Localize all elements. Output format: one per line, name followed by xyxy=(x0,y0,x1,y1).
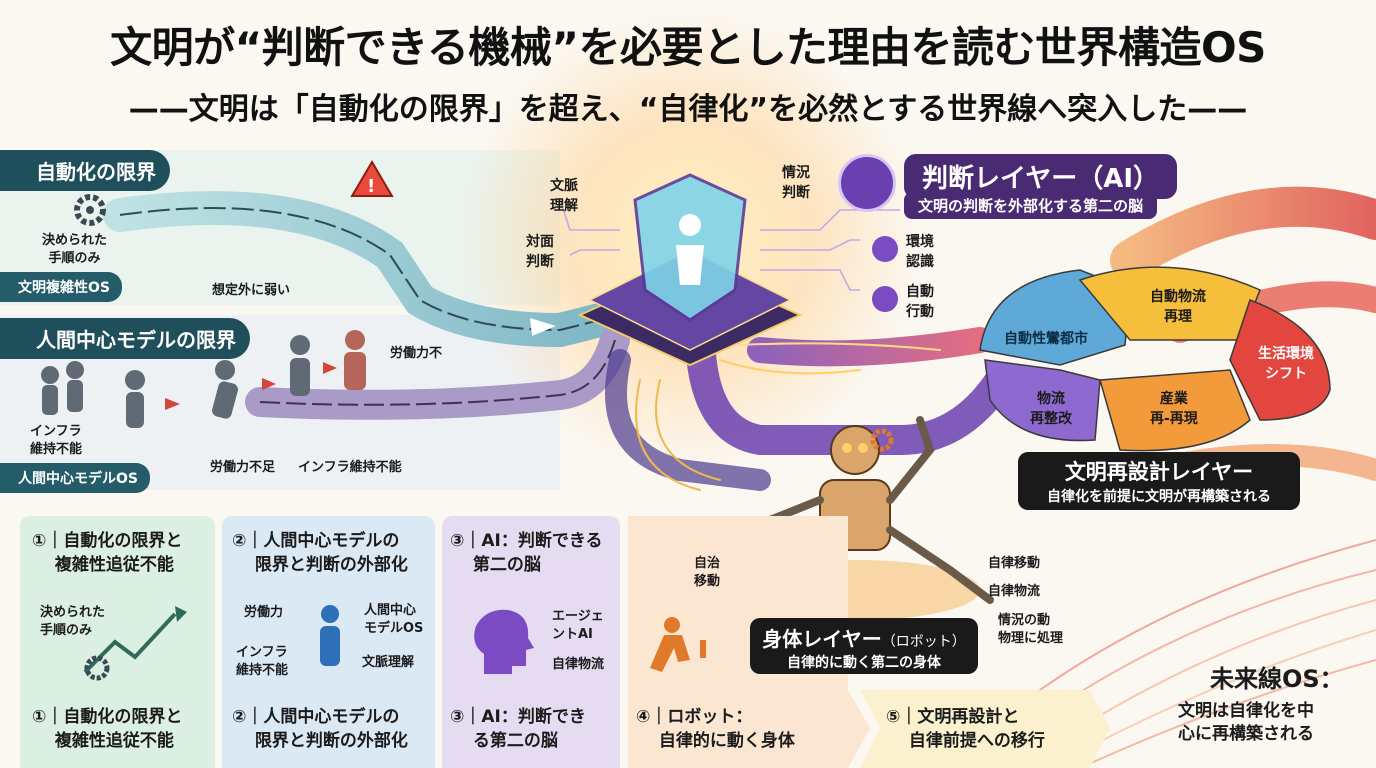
weak-unexpected-label: 想定外に弱い xyxy=(212,283,291,298)
human-model-limit-header: 人間中心モデルの限界 xyxy=(0,318,250,359)
circuit-flows xyxy=(605,315,1015,491)
infra-impossible-label: インフラ維持不能 xyxy=(298,460,402,475)
automation-limit-header: 自動化の限界 xyxy=(0,150,170,191)
page-subtitle: ——文明は「自動化の限界」を超え、“自律化”を必然とする世界線へ突入した—— xyxy=(128,92,1248,127)
puzzle-label-industry: 産業 再-再現 xyxy=(1150,391,1198,427)
labor-shortage-label: 労働力不足 xyxy=(210,460,276,475)
body-layer-desc: 自律的に動く第二の身体 xyxy=(787,655,941,671)
panel-3: ③｜AI：判断できる 第二の脳 エージェ ントAI 自律物流 ③｜AI：判断でき… xyxy=(442,516,620,768)
panel-1: ①｜自動化の限界と 複雑性追従不能 決められた 手順のみ ①｜自動化の限界と 複… xyxy=(20,516,215,768)
auto-action-label: 自動 行動 xyxy=(906,284,934,320)
panel-1-inner-label: 決められた 手順のみ xyxy=(40,605,106,638)
puzzle-label-distribution: 物流 再整改 xyxy=(1030,391,1072,427)
panel-3-agent: エージェ ントAI xyxy=(552,609,604,642)
panel-3-foot: ③｜AI：判断でき る第二の脳 xyxy=(450,707,586,751)
auto-logistics-label: 自律物流 xyxy=(988,584,1041,599)
panel-2-context: 文脈理解 xyxy=(362,655,415,670)
panel-1-head: ①｜自動化の限界と 複雑性追従不能 xyxy=(32,531,183,575)
body-layer-sub: （ロボット） xyxy=(881,634,966,650)
labor-shortage-top-label: 労働力不 xyxy=(390,346,443,361)
human-road xyxy=(245,325,630,420)
panel-2: ②｜人間中心モデルの 限界と判断の外部化 労働力 人間中心 モデルOS インフラ… xyxy=(222,516,435,768)
puzzle-label-logistics: 自動物流 再理 xyxy=(1150,289,1206,325)
panel-5-bg xyxy=(860,690,1110,768)
svg-text:!: ! xyxy=(367,176,375,197)
brain-head-icon xyxy=(474,609,534,674)
panel-2-head: ②｜人間中心モデルの 限界と判断の外部化 xyxy=(232,531,408,575)
panel-4-foot: ④｜ロボット： 自律的に動く身体 xyxy=(636,707,795,751)
panel-2-foot: ②｜人間中心モデルの 限界と判断の外部化 xyxy=(232,707,408,751)
trend-chart-icon xyxy=(83,606,187,681)
panel-3-logistics: 自律物流 xyxy=(552,657,605,672)
panel-3-head: ③｜AI：判断できる 第二の脳 xyxy=(450,531,603,575)
body-layer-title: 身体レイヤー xyxy=(762,627,882,651)
future-os-desc: 文明は自律化を中 心に再構築される xyxy=(1178,701,1314,744)
env-recognition-label: 環境 認識 xyxy=(906,234,934,270)
panel-4-bg xyxy=(628,516,870,768)
future-os-title: 未来線OS： xyxy=(1210,665,1344,693)
person-icon xyxy=(320,605,340,666)
ai-chip xyxy=(577,173,803,367)
context-understanding-label: 文脈 理解 xyxy=(550,178,578,214)
env-recognition-icon xyxy=(872,236,898,262)
redesign-layer-box: 文明再設計レイヤー 自律化を前提に文明が再構築される xyxy=(1018,452,1300,510)
ai-layer-desc: 文明の判断を外部化する第二の脳 xyxy=(904,192,1158,219)
autonomous-move-left-label: 自治 移動 xyxy=(694,556,721,589)
civilization-puzzle xyxy=(979,266,1331,452)
face-judgment-label: 対面 判断 xyxy=(526,234,554,270)
infra-label: インフラ 維持不能 xyxy=(30,424,83,457)
progress-arrows xyxy=(165,362,337,410)
brain-icon xyxy=(838,154,896,212)
page-title: 文明が“判断できる機械”を必要とした理由を読む世界構造OS xyxy=(110,23,1266,72)
auto-action-icon xyxy=(872,286,898,312)
fixed-procedure-label: 決められた 手順のみ xyxy=(42,233,108,266)
physical-process-label: 情況の動 物理に処理 xyxy=(998,613,1064,646)
panel-2-infra: インフラ 維持不能 xyxy=(236,645,289,678)
gear-icon-robot xyxy=(870,428,894,452)
redesign-layer-desc: 自律化を前提に文明が再構築される xyxy=(1047,489,1271,505)
human-figures xyxy=(41,330,366,428)
puzzle-label-city: 自動性鸞都市 xyxy=(1004,331,1088,347)
panel-2-labor: 労働力 xyxy=(244,605,284,620)
robot-runner-icon xyxy=(650,617,706,672)
panel-2-human-os: 人間中心 モデルOS xyxy=(364,603,424,636)
body-layer-box: 身体レイヤー（ロボット） 自律的に動く第二の身体 xyxy=(750,618,978,674)
gear-icon-upper xyxy=(74,194,106,226)
redesign-layer-title: 文明再設計レイヤー xyxy=(1064,460,1254,484)
situation-judgment-label: 情況 判断 xyxy=(782,165,810,201)
human-model-os-tag: 人間中心モデルOS xyxy=(0,463,150,493)
auto-move-label: 自律移動 xyxy=(988,556,1041,571)
complexity-os-tag: 文明複雑性OS xyxy=(0,272,122,302)
automation-road xyxy=(103,191,617,348)
puzzle-label-life: 生活環境 シフト xyxy=(1258,346,1314,382)
panel-1-foot: ①｜自動化の限界と 複雑性追従不能 xyxy=(32,707,183,751)
warning-icon: ! xyxy=(350,160,394,197)
panel-5-foot: ⑤｜文明再設計と 自律前提への移行 xyxy=(886,707,1045,751)
ai-layer-title: 判断レイヤー（AI） xyxy=(904,154,1178,199)
